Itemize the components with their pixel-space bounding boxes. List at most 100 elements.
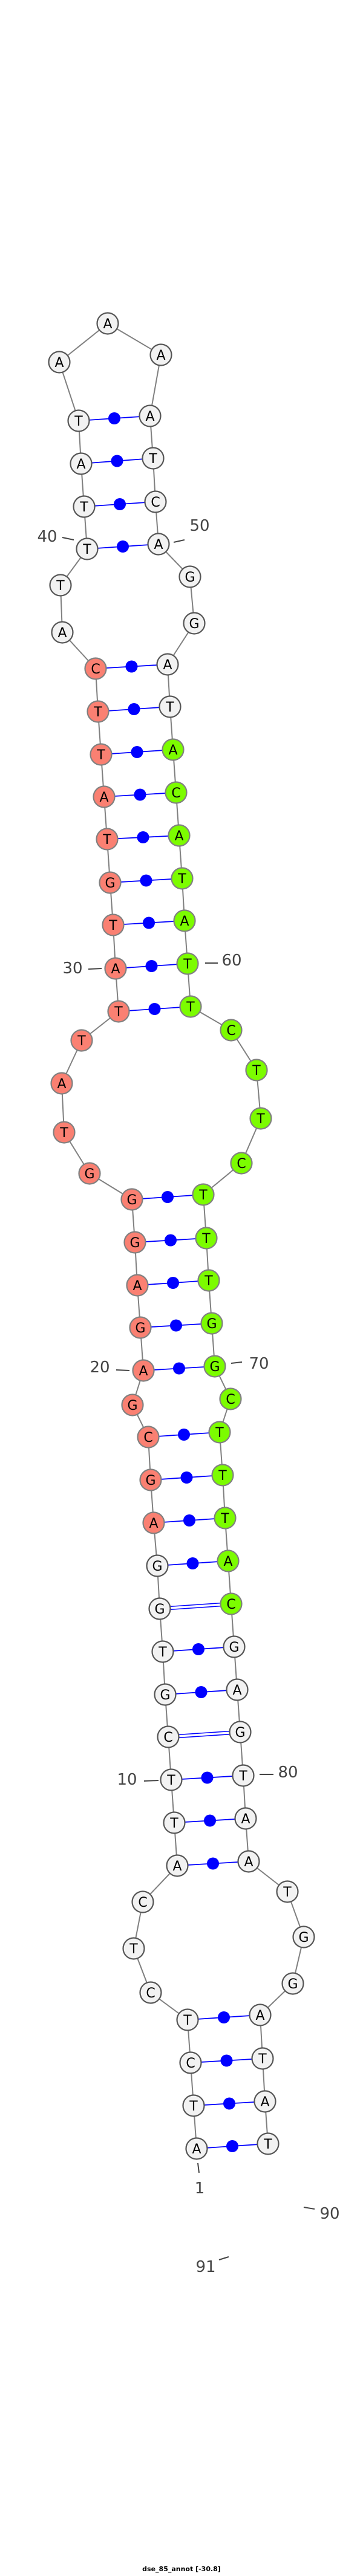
position-label: 1	[195, 2179, 205, 2198]
nucleotide-letter: A	[156, 348, 165, 363]
nucleotide-74: T	[214, 1507, 237, 1530]
nucleotide-letter: T	[102, 832, 111, 848]
nucleotide-letter: A	[149, 1516, 158, 1531]
nucleotide-letter: A	[241, 1812, 250, 1827]
nucleotide-circle	[292, 1926, 315, 1948]
nucleotide-circle	[70, 1029, 93, 1052]
nucleotide-letter: A	[145, 409, 154, 424]
pair-dot	[143, 917, 155, 929]
nucleotide-36: T	[87, 700, 110, 723]
nucleotide-circle	[90, 743, 113, 766]
pair-dot	[108, 412, 120, 424]
nucleotide-51: G	[178, 565, 201, 588]
nucleotide-letter: A	[154, 537, 163, 553]
nucleotide-32: G	[99, 871, 122, 894]
position-label: 80	[278, 1763, 298, 1782]
nucleotide-13: T	[151, 1640, 174, 1663]
nucleotide-25: G	[78, 1162, 101, 1185]
pair-dot	[178, 1429, 190, 1441]
nucleotide-letter: G	[105, 876, 115, 891]
position-tick	[303, 2207, 315, 2210]
nucleotide-circle	[142, 1511, 165, 1534]
nucleotide-letter: G	[154, 1602, 165, 1617]
nucleotide-84: G	[292, 1926, 315, 1948]
nucleotide-letter: G	[127, 1398, 137, 1413]
nucleotide-9: T	[163, 1811, 186, 1834]
nucleotide-circle	[96, 828, 119, 851]
nucleotide-letter: A	[232, 1683, 241, 1698]
nucleotide-circle	[249, 2003, 272, 2026]
nucleotide-circle	[232, 1764, 255, 1787]
position-label: 50	[189, 517, 209, 535]
nucleotide-circle	[182, 2094, 205, 2117]
nucleotide-circle	[281, 1972, 304, 1995]
nucleotide-circle	[53, 1121, 76, 1144]
pair-dot	[125, 660, 138, 673]
nucleotide-circle	[146, 1554, 169, 1577]
nucleotide-37: C	[84, 657, 107, 680]
nucleotide-81: A	[234, 1807, 257, 1830]
pair-dot	[165, 1234, 177, 1247]
nucleotide-29: T	[107, 1000, 130, 1023]
nucleotide-letter: T	[238, 1769, 247, 1784]
nucleotide-letter: A	[168, 743, 177, 758]
nucleotide-letter: A	[244, 1855, 253, 1870]
nucleotide-circle	[195, 1227, 218, 1250]
nucleotide-69: G	[200, 1312, 223, 1335]
nucleotide-72: T	[208, 1421, 231, 1444]
nucleotide-circle	[178, 565, 201, 588]
nucleotide-letter: A	[54, 355, 64, 371]
nucleotide-letter: T	[183, 2013, 192, 2028]
pair-dot	[137, 831, 149, 843]
nucleotide-letter: A	[76, 457, 85, 472]
nucleotide-circle	[245, 1059, 268, 1082]
pair-dot	[207, 1857, 219, 1870]
nucleotide-86: A	[249, 2003, 272, 2026]
nucleotide-letter: C	[91, 662, 100, 677]
nucleotide-38: A	[51, 621, 74, 644]
nucleotide-5: C	[139, 1981, 162, 2004]
nucleotide-letter: T	[165, 700, 174, 715]
nucleotide-letter: T	[108, 918, 117, 933]
nucleotide-letter: T	[93, 705, 102, 720]
nucleotide-circle	[163, 1811, 186, 1834]
nucleotide-circle	[96, 312, 119, 335]
pair-dot	[145, 960, 158, 972]
nucleotide-circle	[197, 1269, 220, 1292]
nucleotide-30: A	[104, 957, 127, 980]
nucleotide-14: G	[148, 1597, 171, 1620]
nucleotide-letter: A	[57, 626, 67, 641]
pair-dot	[162, 1191, 174, 1203]
nucleotide-letter: T	[198, 1188, 208, 1203]
nucleotide-letter: A	[180, 914, 189, 929]
position-tick	[143, 1780, 159, 1782]
nucleotide-35: T	[90, 743, 113, 766]
nucleotide-62: C	[220, 1019, 243, 1042]
nucleotide-letter: G	[160, 1688, 170, 1703]
nucleotide-circle	[220, 1592, 243, 1615]
pair-dot	[186, 1557, 199, 1569]
nucleotide-circle	[253, 2090, 276, 2113]
nucleotide-12: G	[154, 1683, 177, 1706]
nucleotide-circle	[122, 1937, 145, 1960]
pair-dot	[167, 1277, 179, 1289]
nucleotide-circle	[219, 1387, 242, 1410]
nucleotide-circle	[67, 409, 90, 432]
nucleotide-circle	[183, 612, 206, 635]
nucleotide-circle	[139, 1981, 162, 2004]
nucleotide-circle	[139, 404, 162, 427]
nucleotide-circle	[70, 452, 93, 475]
nucleotide-19: G	[121, 1393, 144, 1416]
nucleotide-52: G	[183, 612, 206, 635]
nucleotide-45: A	[96, 312, 119, 335]
nucleotide-83: T	[276, 1880, 299, 1903]
nucleotide-letter: C	[146, 1986, 155, 2001]
nucleotide-21: G	[129, 1316, 152, 1339]
nucleotide-41: T	[73, 495, 96, 518]
nucleotide-letter: G	[235, 1725, 245, 1741]
nucleotide-31: T	[102, 913, 125, 936]
nucleotide-circle	[147, 533, 170, 556]
nucleotide-circle	[123, 1231, 146, 1254]
nucleotide-letter: A	[139, 1364, 148, 1379]
nucleotide-letter: T	[129, 1942, 138, 1957]
